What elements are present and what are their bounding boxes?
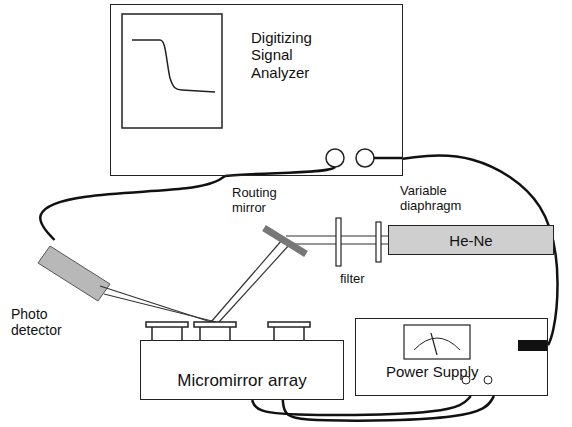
part-label: Variable diaphragm — [400, 184, 484, 214]
node-label: Power Supply — [386, 363, 547, 380]
filter-plate — [336, 218, 341, 266]
meter-needle — [431, 333, 437, 355]
signal-analyzer-box: Digitizing Signal Analyzer — [110, 4, 403, 176]
routing-mirror — [264, 228, 306, 254]
analyzer-screen — [122, 14, 222, 128]
connector-block — [518, 340, 548, 351]
photo-detector-body — [38, 246, 110, 301]
cable — [225, 167, 335, 176]
meter — [404, 325, 470, 359]
micromirror-array-box: Micromirror array — [140, 340, 344, 400]
cable — [40, 176, 225, 240]
photo-detector: Photo detector — [5, 240, 115, 345]
signal-trace — [132, 40, 215, 92]
node-label: He-Ne — [389, 232, 553, 249]
node-label: Micromirror array — [141, 371, 343, 391]
meter-scale — [414, 338, 460, 350]
micromirror-platforms — [146, 322, 310, 340]
label-anchor: filter — [340, 272, 390, 287]
terminal — [484, 376, 492, 384]
input-connector — [356, 149, 374, 167]
diaphragm-plate — [376, 222, 381, 262]
part-label: filter — [340, 272, 390, 287]
laser-beam — [104, 294, 216, 322]
node-label: Photo detector — [11, 306, 91, 338]
node-label: Digitizing Signal Analyzer — [251, 29, 341, 81]
cable — [374, 157, 403, 160]
laser-beam — [211, 240, 282, 322]
laser-box: He-Ne — [388, 225, 554, 255]
part-label: Routing mirror — [232, 186, 304, 216]
input-connector — [326, 149, 344, 167]
power-supply-box: Power Supply — [355, 318, 548, 396]
label-anchor: Variable diaphragm — [400, 184, 484, 214]
laser-beam — [219, 244, 290, 322]
label-anchor: Routing mirror — [232, 186, 304, 216]
